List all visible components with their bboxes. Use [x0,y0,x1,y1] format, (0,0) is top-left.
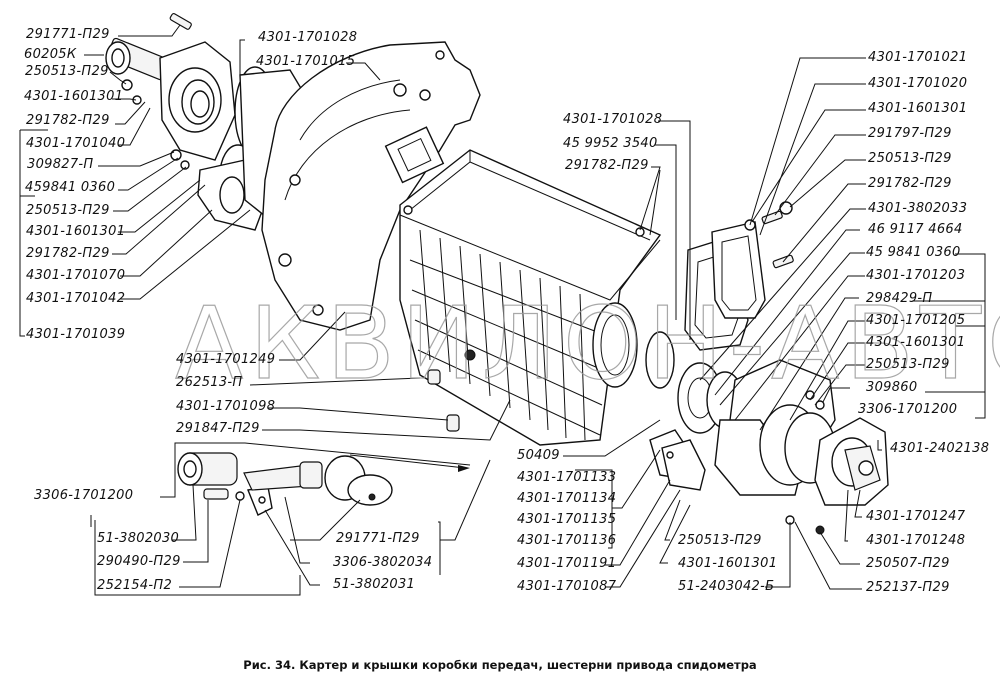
part-label: 4301-1601301 [24,89,124,104]
part-label: 250513-П29 [25,64,109,79]
side-cover-gaskets [684,201,794,351]
part-label: 46 9117 4664 [868,222,963,237]
part-label: 250507-П29 [866,556,950,571]
part-label: 45 9952 3540 [563,136,658,151]
part-label: 4301-1601301 [868,101,968,116]
part-label: 4301-1701205 [866,313,966,328]
part-label: 4301-1701039 [26,327,126,342]
part-label: 4301-1701087 [517,579,617,594]
part-label: 291782-П29 [26,246,110,261]
leader-lines-right [699,57,986,431]
part-label: 291847-П29 [176,421,260,436]
part-label: 291782-П29 [26,113,110,128]
part-label: 291797-П29 [868,126,952,141]
part-label: 4301-1701015 [256,54,356,69]
part-label: 51-3802031 [333,577,416,592]
part-label: 4301-1701028 [563,112,663,127]
part-label: 4301-1701040 [26,136,126,151]
part-label: 4301-1701191 [517,556,617,571]
part-label: 3306-1701200 [34,488,134,503]
part-label: 4301-1701020 [868,76,968,91]
clutch-housing [261,41,481,331]
leader-lines-bottom [563,419,882,590]
part-label: 4301-1701133 [517,470,617,485]
part-label: 4301-1601301 [866,335,966,350]
part-label: 4301-1701247 [866,509,966,524]
part-label: 3306-1701200 [858,402,958,417]
part-label: 51-2403042-Б [678,579,775,594]
part-label: 4301-1701135 [517,512,617,527]
part-label: 50409 [517,448,560,463]
part-label: 291771-П29 [336,531,420,546]
part-label: 4301-1701070 [26,268,126,283]
part-label: 4301-1701028 [258,30,358,45]
part-label: 4301-1701136 [517,533,617,548]
part-label: 290490-П29 [97,554,181,569]
part-label: 459841 0360 [25,180,116,195]
part-label: 4301-1701134 [517,491,617,506]
part-label: 250513-П29 [868,151,952,166]
part-label: 252154-П2 [97,578,173,593]
part-label: 3306-3802034 [333,555,433,570]
part-label: 250513-П29 [26,203,110,218]
part-label: 4301-1701203 [866,268,966,283]
part-label: 291771-П29 [26,27,110,42]
part-label: 298429-П [866,291,933,306]
part-label: 291782-П29 [868,176,952,191]
part-label: 4301-1601301 [678,556,778,571]
part-label: 250513-П29 [678,533,762,548]
part-label: 45 9841 0360 [866,245,961,260]
speedometer-drive [177,369,470,516]
part-label: 4301-1601301 [26,224,126,239]
part-label: 252137-П29 [866,580,950,595]
part-label: 250513-П29 [866,357,950,372]
part-label: 4301-1701248 [866,533,966,548]
part-label: 51-3802030 [97,531,180,546]
part-label: 4301-1701021 [868,50,968,65]
part-label: 291782-П29 [565,158,649,173]
gearbox-case [399,149,662,446]
part-label: 4301-2402138 [890,441,990,456]
part-label: 4301-1701249 [176,352,276,367]
case-ribs [409,229,606,441]
leader-lines-top [239,39,691,340]
leader-lines-middle [90,311,511,596]
part-label: 4301-3802033 [868,201,968,216]
part-label: 4301-1701098 [176,399,276,414]
part-label: 309860 [866,380,918,395]
figure-caption: Рис. 34. Картер и крышки коробки передач… [243,658,757,672]
leader-lines-left [19,24,251,337]
rear-extension-housing [645,331,889,535]
part-label: 4301-1701042 [26,291,126,306]
part-label: 262513-П [176,375,243,390]
part-label: 60205К [24,47,77,62]
part-label: 309827-П [27,157,94,172]
